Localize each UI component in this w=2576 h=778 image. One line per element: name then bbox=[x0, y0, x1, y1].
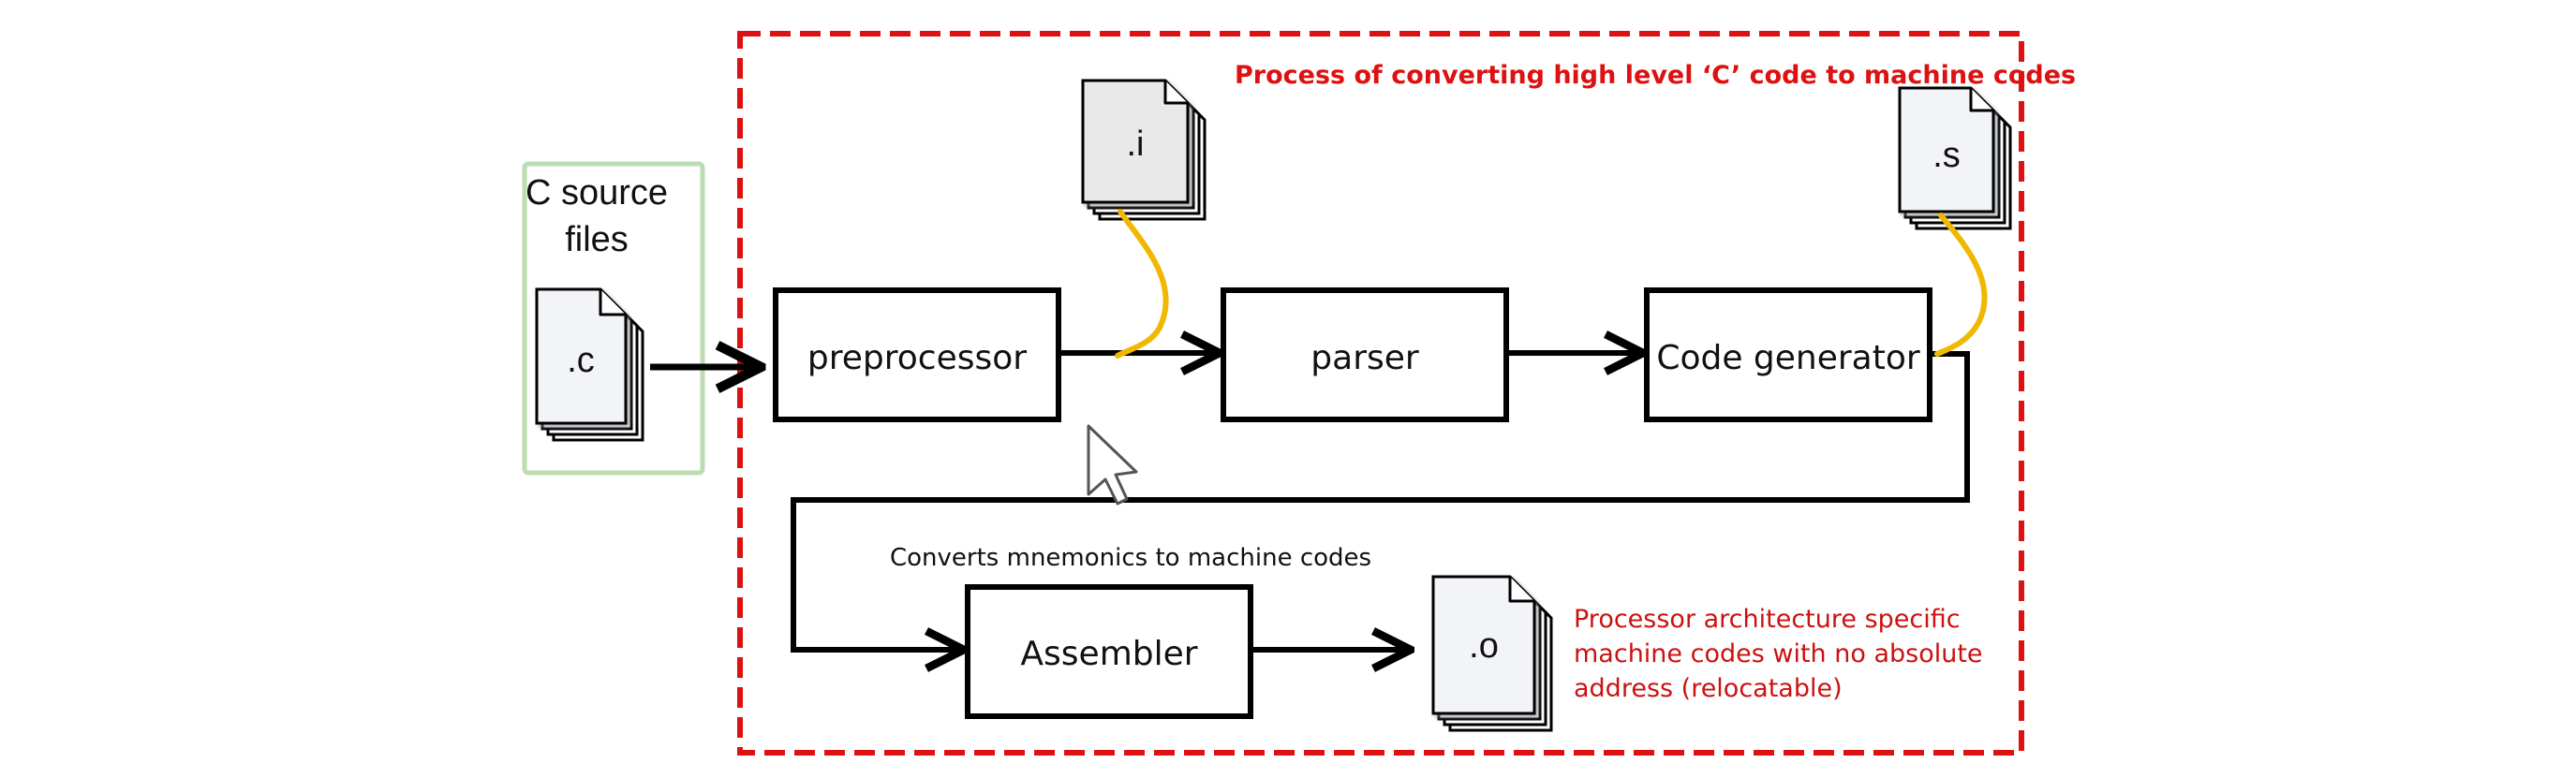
object-note-line3: address (relocatable) bbox=[1574, 674, 1843, 703]
s-file-icon: .s bbox=[1898, 86, 2012, 230]
parser-label: parser bbox=[1310, 339, 1419, 377]
mouse-cursor-icon bbox=[1087, 424, 1138, 506]
o-file-icon: .o bbox=[1431, 575, 1553, 732]
c-file-label: .c bbox=[567, 341, 595, 380]
preprocessor-label: preprocessor bbox=[807, 339, 1027, 377]
process-boundary bbox=[737, 31, 2024, 756]
s-file-connector bbox=[1934, 213, 1988, 357]
i-file-connector bbox=[1115, 209, 1169, 359]
c-file-icon: .c bbox=[535, 287, 644, 442]
i-file-label: .i bbox=[1127, 125, 1145, 164]
assembler-label: Assembler bbox=[1020, 635, 1197, 673]
assembler-box bbox=[965, 584, 1253, 719]
assembler-note: Converts mnemonics to machine codes bbox=[890, 544, 1371, 572]
process-title: Process of converting high level ‘C’ cod… bbox=[1235, 61, 2076, 90]
object-note-line2: machine codes with no absolute bbox=[1574, 639, 1983, 668]
s-file-label: .s bbox=[1932, 136, 1961, 175]
code-generator-box bbox=[1644, 287, 1932, 422]
code-generator-label: Code generator bbox=[1656, 339, 1920, 377]
arrow-code-generator-to-assembler bbox=[791, 351, 1970, 650]
source-label-line2: files bbox=[565, 220, 629, 259]
i-file-icon: .i bbox=[1081, 79, 1207, 221]
object-note-line1: Processor architecture specific bbox=[1574, 605, 1961, 634]
o-file-label: .o bbox=[1469, 626, 1499, 666]
source-label-line1: C source bbox=[526, 173, 668, 213]
